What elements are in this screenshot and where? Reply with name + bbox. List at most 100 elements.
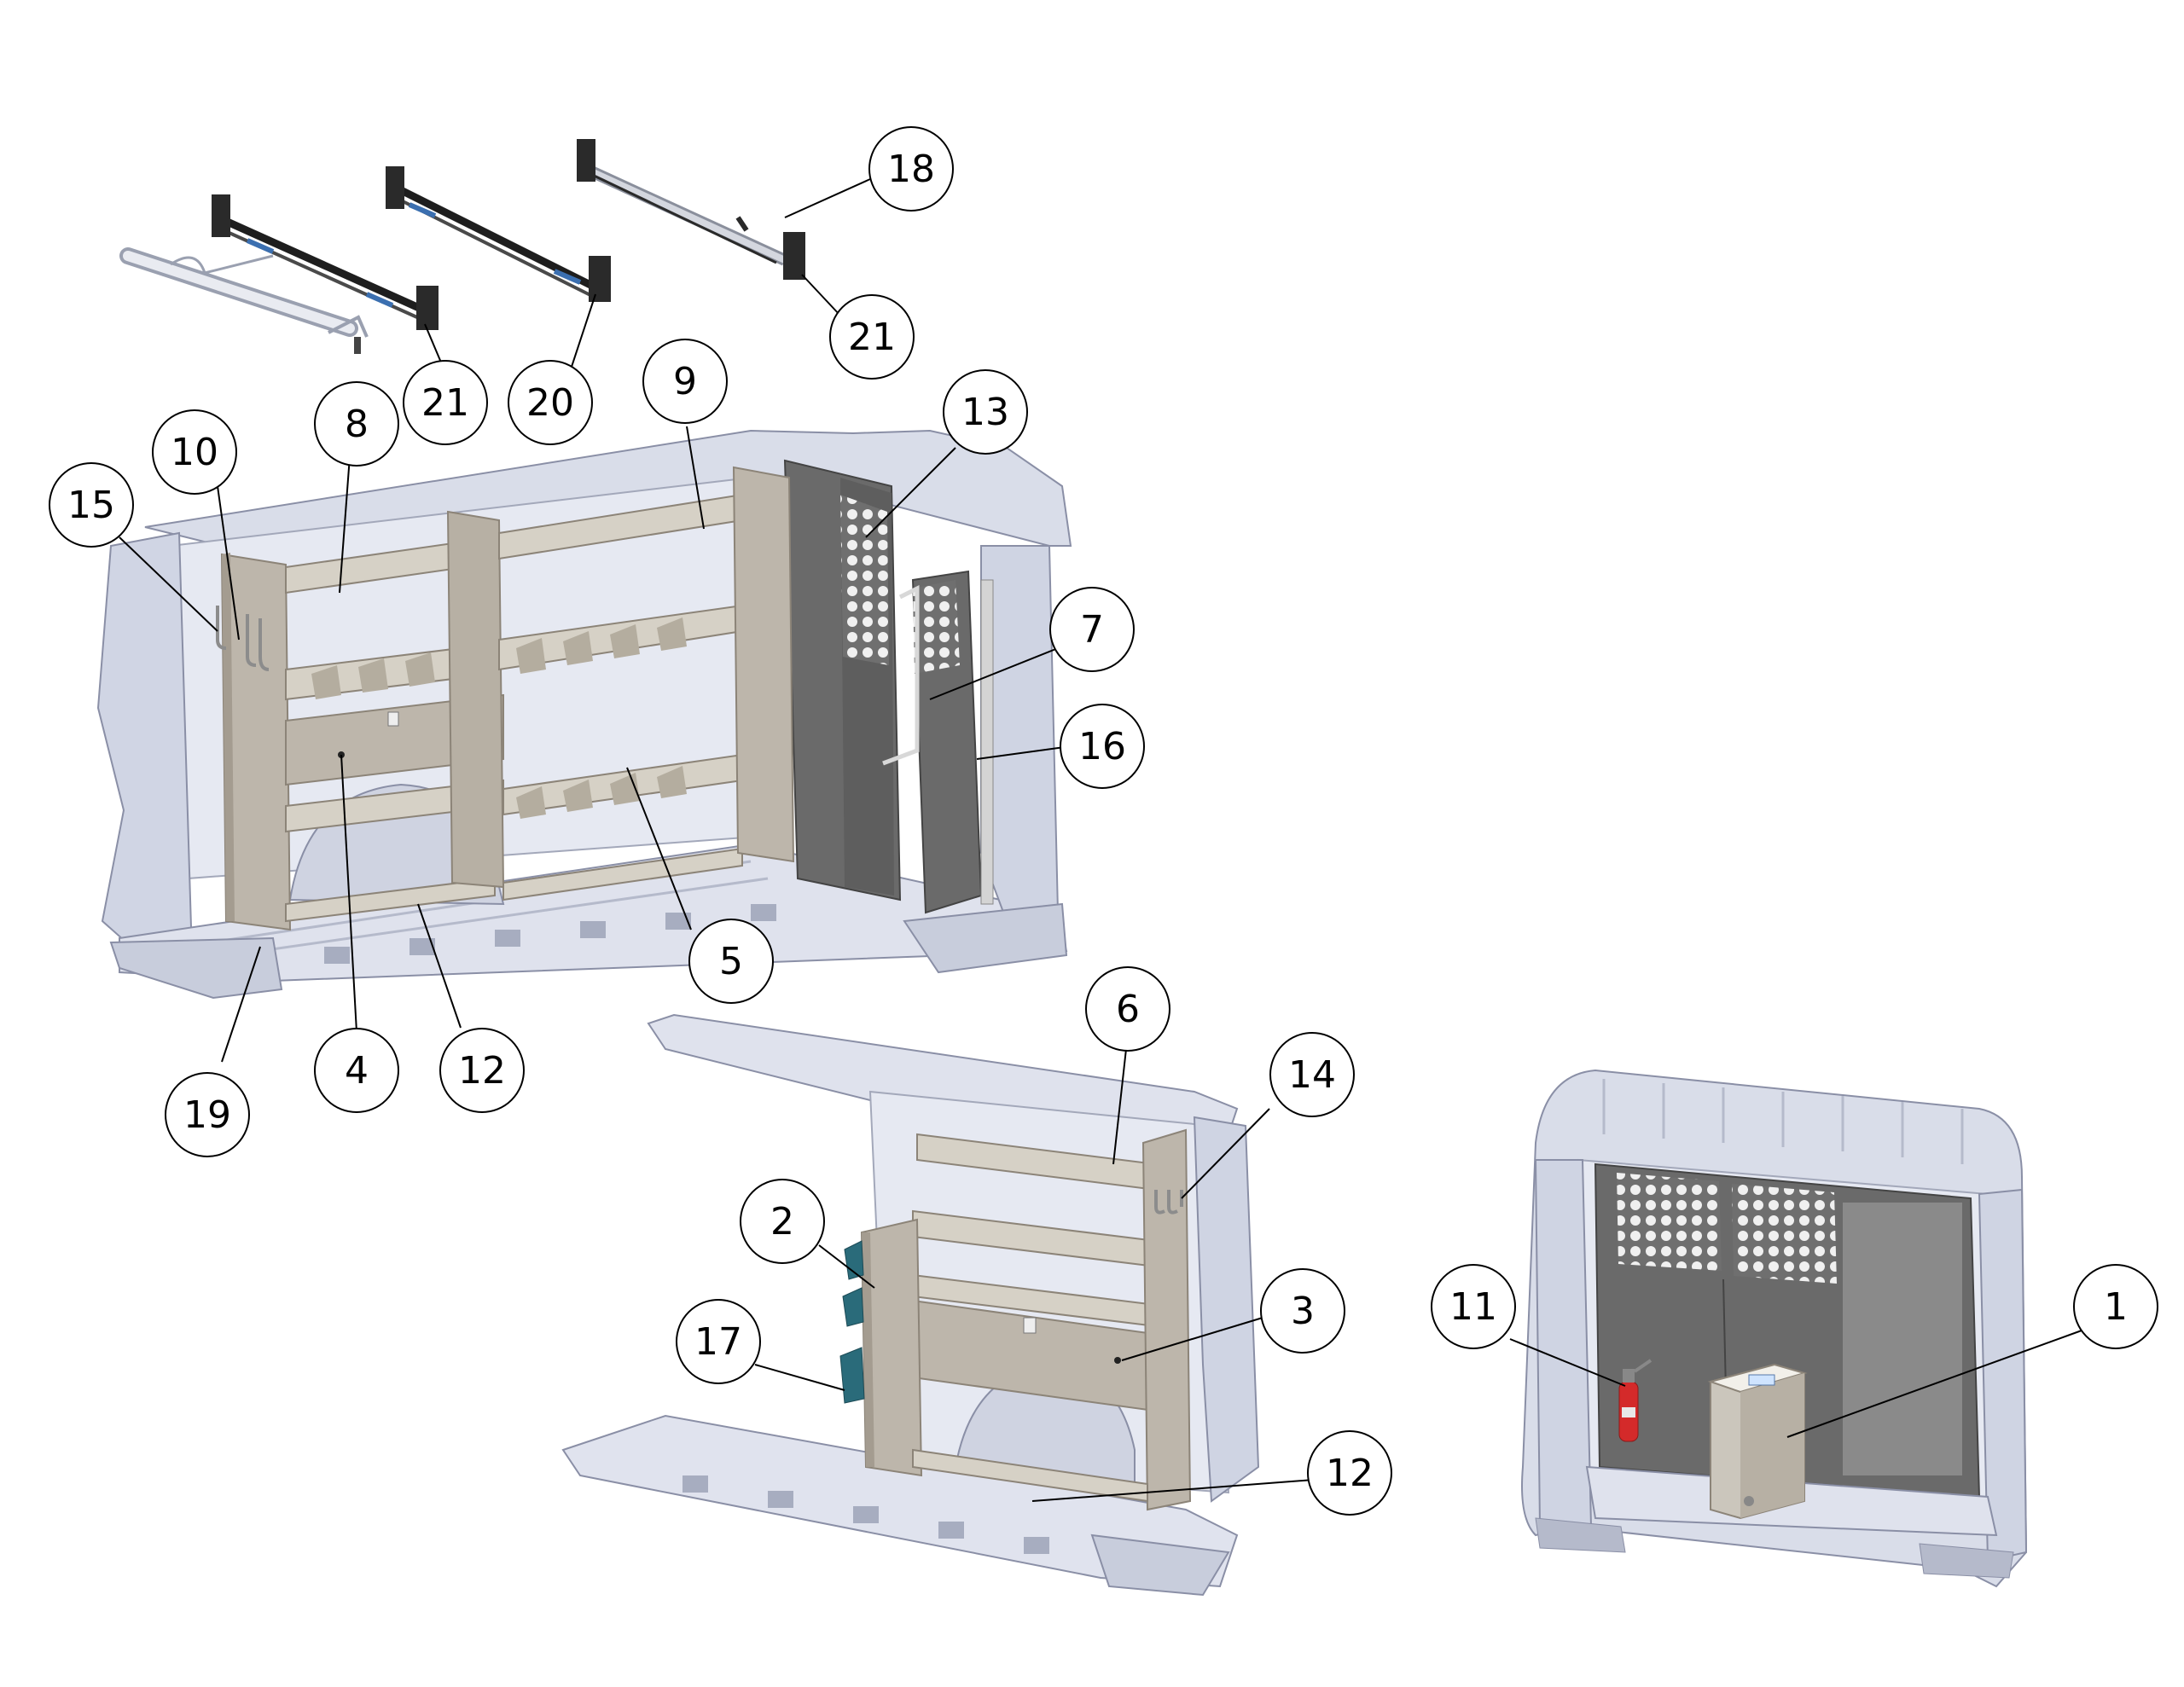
callout-number: 12 (1326, 1452, 1374, 1495)
callout-number: 1 (2104, 1285, 2128, 1329)
callout-number: 18 (887, 148, 935, 191)
callout-circle (439, 1028, 525, 1113)
callout-circle (868, 126, 954, 212)
van3-partition-grate-left (1617, 1173, 1722, 1271)
callout-21: 21 (403, 360, 488, 445)
conduit-tube (119, 247, 369, 354)
van1-partition (783, 459, 994, 914)
callout-number: 15 (67, 484, 115, 527)
callout-circle (508, 360, 593, 445)
van2-roof (647, 1013, 1239, 1136)
callout-10: 10 (152, 409, 237, 495)
callout-circle (1269, 1032, 1355, 1117)
van2-parts-bins (839, 1240, 865, 1404)
callout-number: 3 (1291, 1290, 1315, 1333)
callout-circle (2073, 1264, 2158, 1349)
callout-16: 16 (1060, 704, 1145, 789)
callout-number: 21 (848, 316, 896, 359)
callout-circle (49, 462, 134, 548)
van2-drawer-latch (1023, 1317, 1037, 1334)
callout-12: 12 (439, 1028, 525, 1113)
callout-circle (1307, 1430, 1392, 1516)
callout-number: 9 (673, 360, 697, 403)
callout-circle (314, 381, 399, 467)
callout-circle (165, 1072, 250, 1157)
callout-number: 10 (171, 431, 218, 474)
callout-number: 19 (183, 1093, 231, 1137)
callout-number: 20 (526, 381, 574, 425)
callout-circle (740, 1179, 825, 1264)
callout-17: 17 (676, 1299, 761, 1384)
ladder-rack-assembly (119, 139, 805, 354)
callout-number: 12 (458, 1049, 506, 1093)
van1-right-lower-body (903, 902, 1068, 974)
van1-left-pillar (96, 531, 194, 956)
van1-rear-step (109, 936, 283, 1000)
callout-12: 12 (1307, 1430, 1392, 1516)
van3-power-box (1707, 1363, 1808, 1520)
callout-circle (314, 1028, 399, 1113)
van2-right-pillar (1193, 1116, 1260, 1503)
callout-15: 15 (49, 462, 134, 548)
callout-number: 4 (345, 1049, 369, 1093)
van1-partition-grate-right (913, 580, 960, 674)
van-interior-middle (561, 1013, 1260, 1597)
callout-circle (642, 339, 728, 424)
van3-left-pillar (1534, 1159, 1593, 1528)
callout-circle (1060, 704, 1145, 789)
van3-bumper-left (1535, 1517, 1626, 1553)
callout-8: 8 (314, 381, 399, 467)
callout-14: 14 (1269, 1032, 1355, 1117)
callout-18: 18 (868, 126, 954, 212)
ladder-rack-bar-front (212, 194, 439, 330)
van2-shelf-unit (860, 1128, 1192, 1511)
callout-2: 2 (740, 1179, 825, 1264)
van-rear-view (1521, 1069, 2028, 1588)
callout-20: 20 (508, 360, 593, 445)
van1-shelf-unit-left (285, 510, 505, 923)
callout-9: 9 (642, 339, 728, 424)
callout-circle (152, 409, 237, 495)
callout-number: 13 (961, 391, 1009, 434)
van1-shelf-end-panel (220, 553, 292, 931)
callout-21: 21 (829, 294, 915, 380)
callout-number: 17 (694, 1320, 742, 1364)
van3-bumper-right (1919, 1543, 2014, 1579)
ladder-rack-bar-rear (577, 139, 805, 280)
van1-hooks (216, 606, 270, 671)
callout-circle (403, 360, 488, 445)
callout-leaders (119, 178, 2082, 1502)
callout-circle (1049, 587, 1135, 672)
van2-floor (561, 1414, 1239, 1588)
van1-drawer-latch (387, 711, 399, 727)
callout-circle (943, 369, 1028, 455)
callout-number: 6 (1116, 988, 1140, 1031)
van1-trim-strip (980, 579, 994, 905)
van-interior-left (96, 429, 1072, 1000)
van1-partition-grate (840, 495, 889, 665)
callout-circle (1085, 966, 1170, 1052)
callout-7: 7 (1049, 587, 1135, 672)
van3-roof-ridges (1602, 1079, 1964, 1164)
van1-partition-handle (882, 584, 920, 766)
van3-partition-grate-right (1732, 1184, 1837, 1284)
callout-circle (676, 1299, 761, 1384)
callout-circle (1431, 1264, 1516, 1349)
callout-number: 2 (770, 1200, 794, 1244)
callout-19: 19 (165, 1072, 250, 1157)
callout-number: 5 (719, 940, 743, 983)
callout-13: 13 (943, 369, 1028, 455)
callout-number: 8 (345, 403, 369, 446)
van3-fire-extinguisher (1618, 1359, 1653, 1442)
van2-rear-step (1090, 1533, 1230, 1597)
callout-number: 7 (1080, 608, 1104, 652)
callout-circle (688, 919, 774, 1004)
callout-number: 11 (1449, 1285, 1497, 1329)
van2-floor-ribs (682, 1475, 1049, 1554)
callout-5: 5 (688, 919, 774, 1004)
van1-shelf-unit-right (498, 466, 795, 901)
callout-3: 3 (1260, 1268, 1345, 1354)
van3-right-pillar (1978, 1188, 2028, 1562)
